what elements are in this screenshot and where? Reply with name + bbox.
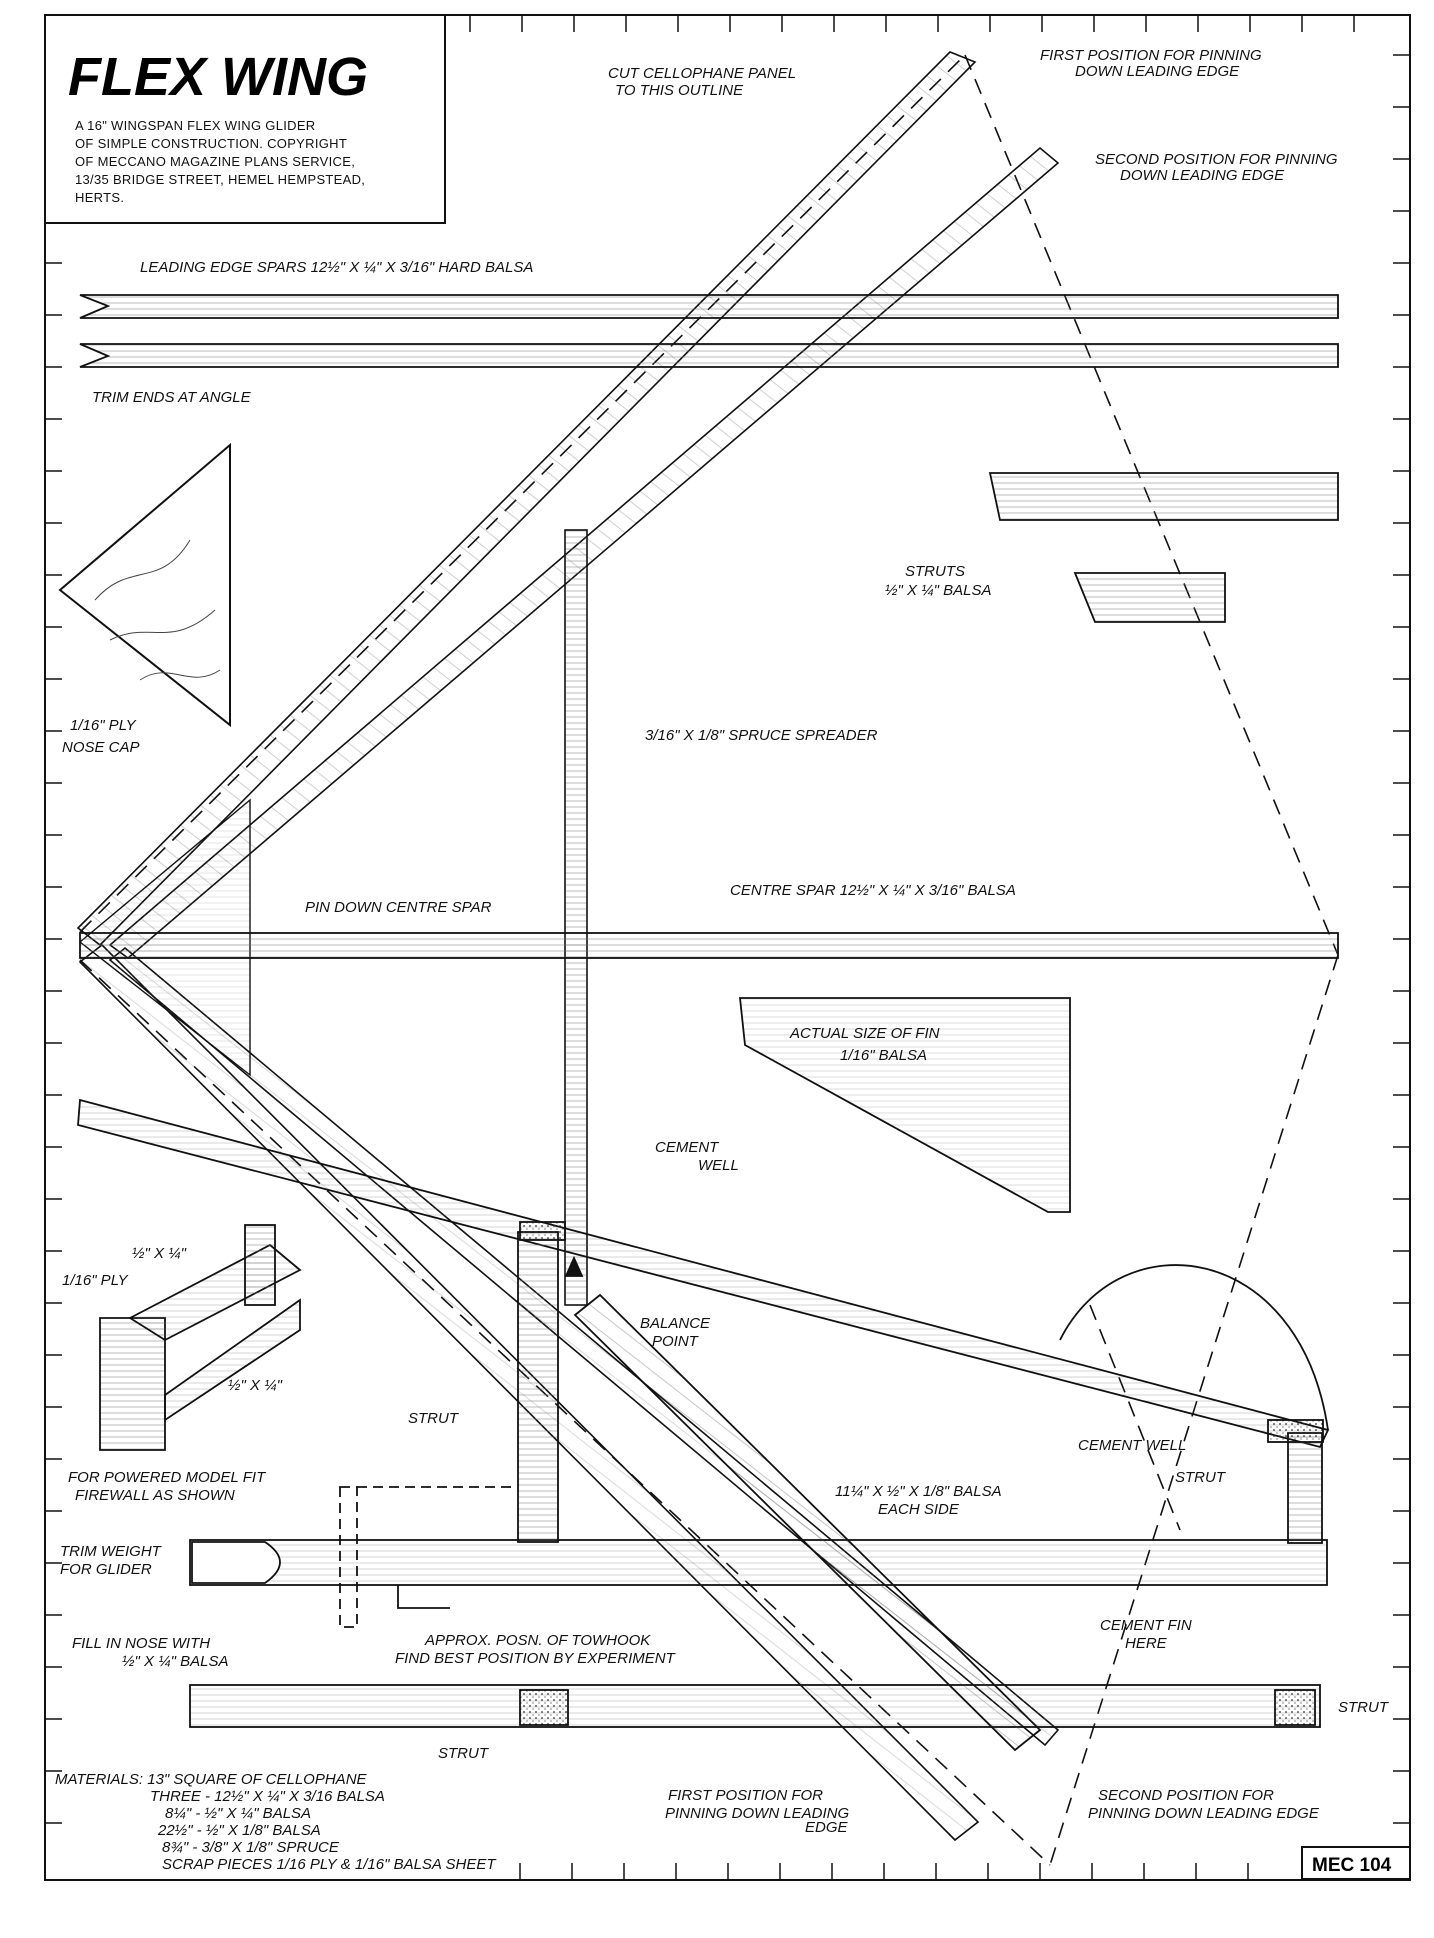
- materials-list: MATERIALS: 13" SQUARE OF CELLOPHANE THRE…: [55, 1771, 497, 1873]
- svg-text:½" X ¼": ½" X ¼": [228, 1377, 283, 1394]
- svg-text:STRUT: STRUT: [438, 1745, 490, 1762]
- plan-code: MEC 104: [1312, 1855, 1392, 1876]
- svg-text:APPROX. POSN. OF TOWHOOK: APPROX. POSN. OF TOWHOOK: [424, 1632, 651, 1649]
- svg-text:3/16" X 1/8" SPRUCE SPREADER: 3/16" X 1/8" SPRUCE SPREADER: [645, 727, 878, 744]
- svg-text:CEMENT: CEMENT: [655, 1139, 720, 1156]
- fin-outline: [738, 997, 1071, 1213]
- title-box: [44, 14, 446, 224]
- svg-text:CEMENT FIN: CEMENT FIN: [1100, 1617, 1192, 1634]
- nose-cap-shape: [58, 442, 231, 728]
- svg-text:FOR GLIDER: FOR GLIDER: [60, 1561, 152, 1578]
- svg-text:SECOND POSITION FOR PINNING: SECOND POSITION FOR PINNING: [1095, 151, 1338, 168]
- labels: CUT CELLOPHANE PANEL TO THIS OUTLINE FIR…: [60, 47, 1390, 1836]
- svg-text:MATERIALS: 13" SQUARE OF CELL: MATERIALS: 13" SQUARE OF CELLOPHANE: [55, 1771, 368, 1788]
- svg-text:WELL: WELL: [698, 1157, 739, 1174]
- svg-text:DOWN LEADING EDGE: DOWN LEADING EDGE: [1120, 167, 1285, 184]
- svg-text:OF MECCANO MAGAZINE PLANS SERV: OF MECCANO MAGAZINE PLANS SERVICE,: [75, 154, 355, 169]
- firewall-detail: [99, 1224, 302, 1451]
- svg-text:FILL IN NOSE WITH: FILL IN NOSE WITH: [72, 1635, 210, 1652]
- svg-text:13/35 BRIDGE STREET, HEMEL HEM: 13/35 BRIDGE STREET, HEMEL HEMPSTEAD,: [75, 172, 365, 187]
- svg-text:STRUT: STRUT: [1175, 1469, 1227, 1486]
- svg-text:EACH SIDE: EACH SIDE: [878, 1501, 960, 1518]
- svg-text:FIRST POSITION FOR: FIRST POSITION FOR: [668, 1787, 823, 1804]
- svg-text:HERTS.: HERTS.: [75, 190, 124, 205]
- svg-text:FOR POWERED MODEL FIT: FOR POWERED MODEL FIT: [68, 1469, 267, 1486]
- svg-text:11¼" X ½" X 1/8" BALSA: 11¼" X ½" X 1/8" BALSA: [835, 1483, 1002, 1500]
- plan-description: A 16" WINGSPAN FLEX WING GLIDER OF SIMPL…: [75, 118, 365, 205]
- svg-text:1/16" BALSA: 1/16" BALSA: [840, 1047, 927, 1064]
- svg-text:CUT CELLOPHANE PANEL: CUT CELLOPHANE PANEL: [608, 65, 796, 82]
- plan-code-box: [1301, 1846, 1411, 1880]
- svg-text:FIREWALL AS SHOWN: FIREWALL AS SHOWN: [75, 1487, 235, 1504]
- svg-text:PINNING DOWN LEADING: PINNING DOWN LEADING: [665, 1805, 850, 1822]
- fuselage-assembly: [77, 1098, 1330, 1752]
- svg-text:½" X ¼" BALSA: ½" X ¼" BALSA: [885, 582, 992, 599]
- svg-text:OF SIMPLE CONSTRUCTION. COPYRI: OF SIMPLE CONSTRUCTION. COPYRIGHT: [75, 136, 347, 151]
- svg-text:1/16" PLY: 1/16" PLY: [70, 717, 137, 734]
- svg-text:TO THIS OUTLINE: TO THIS OUTLINE: [615, 82, 744, 99]
- svg-text:POINT: POINT: [652, 1333, 700, 1350]
- svg-text:STRUT: STRUT: [1338, 1699, 1390, 1716]
- plan-title: FLEX WING: [68, 47, 368, 107]
- svg-text:PINNING DOWN LEADING EDGE: PINNING DOWN LEADING EDGE: [1088, 1805, 1320, 1822]
- svg-text:8¾" - 3/8" X 1/8" SPRUCE: 8¾" - 3/8" X 1/8" SPRUCE: [162, 1839, 340, 1856]
- svg-text:½" X ¼" BALSA: ½" X ¼" BALSA: [122, 1653, 229, 1670]
- svg-text:HERE: HERE: [1125, 1635, 1168, 1652]
- svg-text:1/16" PLY: 1/16" PLY: [62, 1272, 129, 1289]
- svg-text:CEMENT WELL: CEMENT WELL: [1078, 1437, 1186, 1454]
- svg-text:8¼" - ½" X ¼" BALSA: 8¼" - ½" X ¼" BALSA: [165, 1805, 311, 1822]
- svg-text:CENTRE SPAR 12½" X ¼" X 3/16": CENTRE SPAR 12½" X ¼" X 3/16" BALSA: [730, 882, 1016, 899]
- svg-text:BALANCE: BALANCE: [640, 1315, 711, 1332]
- spruce-spreader: [564, 529, 588, 1306]
- svg-text:TRIM WEIGHT: TRIM WEIGHT: [60, 1543, 163, 1560]
- svg-text:FIRST POSITION FOR PINNING: FIRST POSITION FOR PINNING: [1040, 47, 1262, 64]
- centre-spar: [79, 932, 1339, 959]
- svg-text:NOSE CAP: NOSE CAP: [62, 739, 140, 756]
- svg-text:ACTUAL SIZE OF FIN: ACTUAL SIZE OF FIN: [789, 1025, 940, 1042]
- svg-text:DOWN LEADING EDGE: DOWN LEADING EDGE: [1075, 63, 1240, 80]
- struts-parts: [988, 472, 1339, 623]
- leading-edge-spars: [79, 294, 1339, 368]
- svg-text:½" X ¼": ½" X ¼": [132, 1245, 187, 1262]
- svg-text:FIND BEST POSITION BY EXPERIME: FIND BEST POSITION BY EXPERIMENT: [395, 1650, 677, 1667]
- border-ticks: [45, 15, 1410, 1880]
- svg-text:STRUTS: STRUTS: [905, 563, 965, 580]
- svg-text:SECOND POSITION FOR: SECOND POSITION FOR: [1098, 1787, 1274, 1804]
- svg-text:22½" - ½" X 1/8" BALSA: 22½" - ½" X 1/8" BALSA: [157, 1822, 321, 1839]
- svg-text:A 16" WINGSPAN FLEX WING GLIDE: A 16" WINGSPAN FLEX WING GLIDER: [75, 118, 316, 133]
- svg-text:SCRAP PIECES 1/16 PLY & 1/16": SCRAP PIECES 1/16 PLY & 1/16" BALSA SHEE…: [162, 1856, 497, 1873]
- svg-text:LEADING EDGE SPARS 12½" X ¼": LEADING EDGE SPARS 12½" X ¼" X 3/16" HAR…: [140, 259, 533, 276]
- svg-text:EDGE: EDGE: [805, 1819, 849, 1836]
- svg-text:PIN DOWN CENTRE SPAR: PIN DOWN CENTRE SPAR: [305, 899, 492, 916]
- svg-text:TRIM ENDS AT ANGLE: TRIM ENDS AT ANGLE: [92, 389, 252, 406]
- svg-text:STRUT: STRUT: [408, 1410, 460, 1427]
- svg-text:THREE - 12½" X ¼" X 3/16 BALSA: THREE - 12½" X ¼" X 3/16 BALSA: [150, 1788, 385, 1805]
